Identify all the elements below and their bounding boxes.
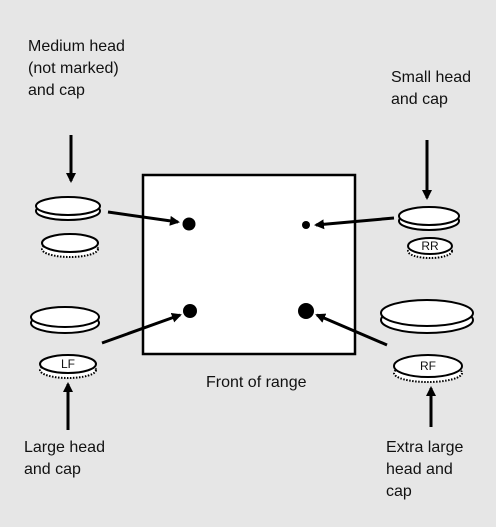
small-head-label: Small head and cap [391, 69, 472, 108]
medium-head-label: Medium head (not marked) and cap [28, 38, 125, 99]
small-cap-mark: RR [421, 239, 439, 253]
medium-burner-cap [41, 233, 99, 258]
extra-large-burner-head [380, 299, 474, 334]
extra-large-head-label: Extra large head and cap [386, 439, 464, 500]
left-rear-burner-position [182, 217, 196, 231]
right-front-burner-position [298, 303, 314, 319]
large-cap-mark: LF [61, 357, 75, 371]
medium-burner-head [35, 196, 101, 221]
right-rear-burner-position [302, 221, 310, 229]
front-of-range-label: Front of range [206, 374, 307, 391]
large-head-label: Large head and cap [24, 439, 105, 478]
arrow-small-to-right-rear [314, 216, 395, 230]
arrow-extra-large-to-right-front [315, 313, 388, 347]
left-front-burner-position [183, 304, 197, 318]
range-top-outline [141, 173, 357, 356]
arrow-large-to-left-front [101, 312, 182, 345]
extra-large-burner-cap: RF [393, 354, 463, 383]
large-burner-cap: LF [39, 354, 97, 379]
extra-large-cap-mark: RF [420, 359, 436, 373]
small-burner-cap: RR [407, 237, 453, 259]
large-burner-head [30, 306, 100, 334]
arrow-medium-to-left-rear [107, 210, 180, 226]
small-burner-head [398, 206, 460, 231]
